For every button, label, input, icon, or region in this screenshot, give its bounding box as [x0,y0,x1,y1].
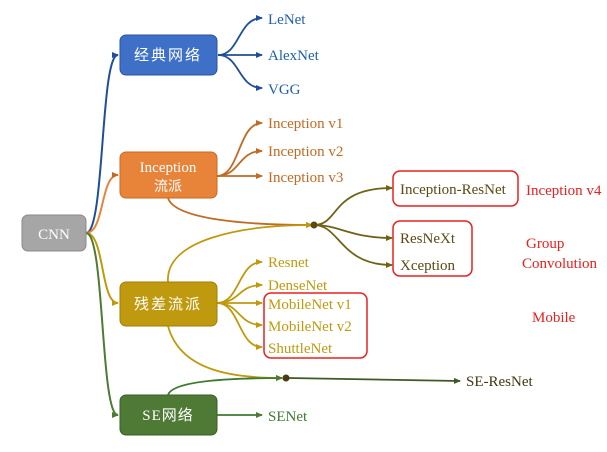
residual-children: Resnet DenseNet MobileNet v1 MobileNet v… [268,255,352,357]
link-residual-shuttlenet [216,302,263,350]
leaf-se-resnet[interactable]: SE-ResNet [466,374,533,390]
leaf-inception-resnet: Inception-ResNet [400,182,507,198]
link-inception-v2 [216,148,263,177]
link-inception-merge [167,197,313,228]
se-connectors [167,375,283,418]
annotation-mobile: Mobile [532,310,576,326]
root-node-label: CNN [38,227,70,243]
link-merge-se-resnet [287,377,461,384]
leaf-shuttlenet[interactable]: ShuttleNet [268,341,333,357]
leaf-lenet[interactable]: LeNet [268,12,306,28]
leaf-densenet[interactable]: DenseNet [268,278,328,294]
family-se-label: SE网络 [142,407,194,424]
family-node-se[interactable]: SE网络 [119,394,218,436]
family-residual-label: 残差流派 [134,296,202,313]
link-residual-se-merge [167,325,283,381]
leaf-mobilenet-v2[interactable]: MobileNet v2 [268,319,352,335]
link-cnn-classic [85,52,119,234]
leaf-xception[interactable]: Xception [400,258,455,274]
family-inception-label-line1: Inception [140,160,197,176]
leaf-resnext[interactable]: ResNeXt [400,231,456,247]
leaf-alexnet[interactable]: AlexNet [268,48,320,64]
link-residual-mobilenet-v2 [216,302,263,328]
link-se-merge [167,375,283,396]
leaf-resnet[interactable]: Resnet [268,255,310,271]
classic-connectors [217,15,263,91]
family-node-classic[interactable]: 经典网络 [119,34,218,76]
inception-children: Inception v1 Inception v2 Inception v3 [268,116,343,186]
group-conv-highlight-box [392,220,473,277]
link-residual-resnet [216,259,263,304]
merge-connectors [313,185,393,268]
leaf-inception-v3[interactable]: Inception v3 [268,170,343,186]
family-classic-box [119,34,218,76]
leaf-inception-v2[interactable]: Inception v2 [268,144,343,160]
family-se-box [119,394,218,436]
merge-dot-se-residual [282,374,290,382]
link-merge-inception-resnet [313,185,393,226]
link-cnn-inception [85,172,119,234]
link-classic-lenet [217,15,263,56]
inception-resnet-highlight-box [392,170,519,207]
annotation-group-line1: Group [526,236,564,252]
family-inception-label-line2: 流派 [154,179,182,195]
annotation-group-line2: Convolution [522,256,598,272]
family-node-residual[interactable]: 残差流派 [119,281,218,327]
leaf-senet[interactable]: SENet [268,409,308,425]
link-residual-densenet [216,282,263,304]
link-cnn-residual [85,232,119,306]
link-merge-xception [313,224,393,268]
link-inception-v1 [216,120,263,177]
family-classic-label: 经典网络 [134,47,202,64]
root-node-cnn[interactable]: CNN [21,214,87,252]
link-merge-resnext [313,224,393,241]
merge-dot-inception-residual [310,221,318,229]
leaf-mobilenet-v1[interactable]: MobileNet v1 [268,297,352,313]
family-residual-box [119,281,218,327]
annotation-inception-v4: Inception v4 [526,183,602,199]
family-inception-box [119,151,218,199]
mobile-highlight-box [263,292,368,359]
family-node-inception[interactable]: Inception 流派 [119,151,218,199]
hybrid-inception-resnet[interactable]: Inception-ResNet [392,170,519,207]
link-residual-merge [167,222,313,283]
root-node-box [21,214,87,252]
root-connectors [85,52,119,418]
leaf-vgg[interactable]: VGG [268,82,301,98]
link-cnn-se [85,232,119,418]
link-classic-vgg [217,54,263,91]
leaf-inception-v1[interactable]: Inception v1 [268,116,343,132]
annotations: Inception v4 Group Convolution Mobile [522,183,602,326]
classic-children: LeNet AlexNet VGG [268,12,320,98]
